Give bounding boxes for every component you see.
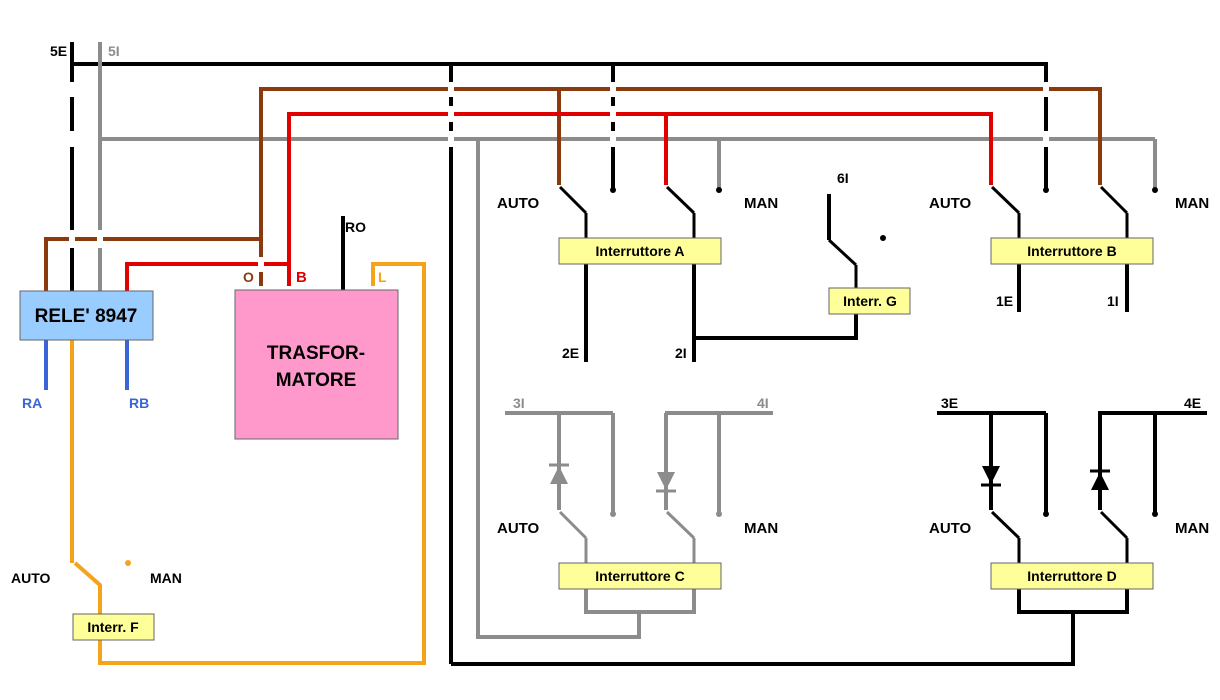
switch-boxes: Interruttore A Interruttore B Interr. G … <box>72 237 1154 641</box>
label-3e: 3E <box>941 395 958 411</box>
transformer-label-1: TRASFOR- <box>267 343 365 364</box>
switch-b-blades <box>990 185 1129 240</box>
switch-c-man: MAN <box>744 520 778 537</box>
label-o: O <box>243 269 254 285</box>
label-3i: 3I <box>513 395 525 411</box>
wire-d <box>937 411 1207 614</box>
switch-f-auto: AUTO <box>11 570 51 586</box>
label-5e: 5E <box>50 43 67 59</box>
label-1e: 1E <box>996 293 1013 309</box>
switch-g-blade <box>827 238 858 289</box>
label-1i: 1I <box>1107 293 1119 309</box>
wire-b-out <box>1017 264 1129 312</box>
label-ra: RA <box>22 395 42 411</box>
diodes <box>549 463 1110 493</box>
wire-c <box>505 411 773 614</box>
switch-g-label: Interr. G <box>843 293 897 309</box>
label-4i: 4I <box>757 395 769 411</box>
relay-label: RELE' 8947 <box>35 306 138 327</box>
wire-red <box>125 112 993 292</box>
labels: 5E 5I O B L RO RA RB AUTO MAN 2E 2I 6I A… <box>11 43 1209 586</box>
label-l: L <box>378 269 387 285</box>
label-2e: 2E <box>562 345 579 361</box>
diode-d-right-icon <box>1090 469 1110 490</box>
switch-d-auto: AUTO <box>929 520 972 537</box>
switch-a-man: MAN <box>744 195 778 212</box>
label-5i: 5I <box>108 43 120 59</box>
switch-c-blades <box>558 510 696 564</box>
switch-b-label: Interruttore B <box>1027 243 1116 259</box>
label-ro: RO <box>345 219 366 235</box>
transformer-box: TRASFOR- MATORE <box>234 289 399 440</box>
switch-a-label: Interruttore A <box>596 243 685 259</box>
switch-a-blades <box>558 185 696 240</box>
switch-b-auto: AUTO <box>929 195 972 212</box>
switch-f-label: Interr. F <box>87 619 139 635</box>
wire-5i <box>98 42 1157 639</box>
switch-d-man: MAN <box>1175 520 1209 537</box>
contact-dots <box>125 187 1158 566</box>
label-b: B <box>296 269 307 286</box>
switch-f-man: MAN <box>150 570 182 586</box>
label-2i: 2I <box>675 345 687 361</box>
diode-d-left-icon <box>981 466 1001 487</box>
diode-c-right-icon <box>656 472 676 493</box>
switch-b-man: MAN <box>1175 195 1209 212</box>
wire-orange <box>70 262 426 665</box>
switch-c-auto: AUTO <box>497 520 540 537</box>
wire-blue <box>44 340 129 390</box>
switch-d-label: Interruttore D <box>1027 568 1116 584</box>
diode-c-left-icon <box>549 463 569 484</box>
switch-blades <box>558 185 1129 564</box>
switch-a-auto: AUTO <box>497 195 540 212</box>
transformer-label-2: MATORE <box>276 370 357 391</box>
label-rb: RB <box>129 395 149 411</box>
crossing-gaps <box>69 82 1049 272</box>
switch-d-blades <box>990 510 1129 564</box>
label-6i: 6I <box>837 170 849 186</box>
switch-c-label: Interruttore C <box>595 568 684 584</box>
wire-brown <box>44 87 1102 292</box>
wires <box>44 42 1207 666</box>
relay-box: RELE' 8947 <box>19 290 154 341</box>
label-4e: 4E <box>1184 395 1201 411</box>
wire-a-out <box>584 264 858 362</box>
